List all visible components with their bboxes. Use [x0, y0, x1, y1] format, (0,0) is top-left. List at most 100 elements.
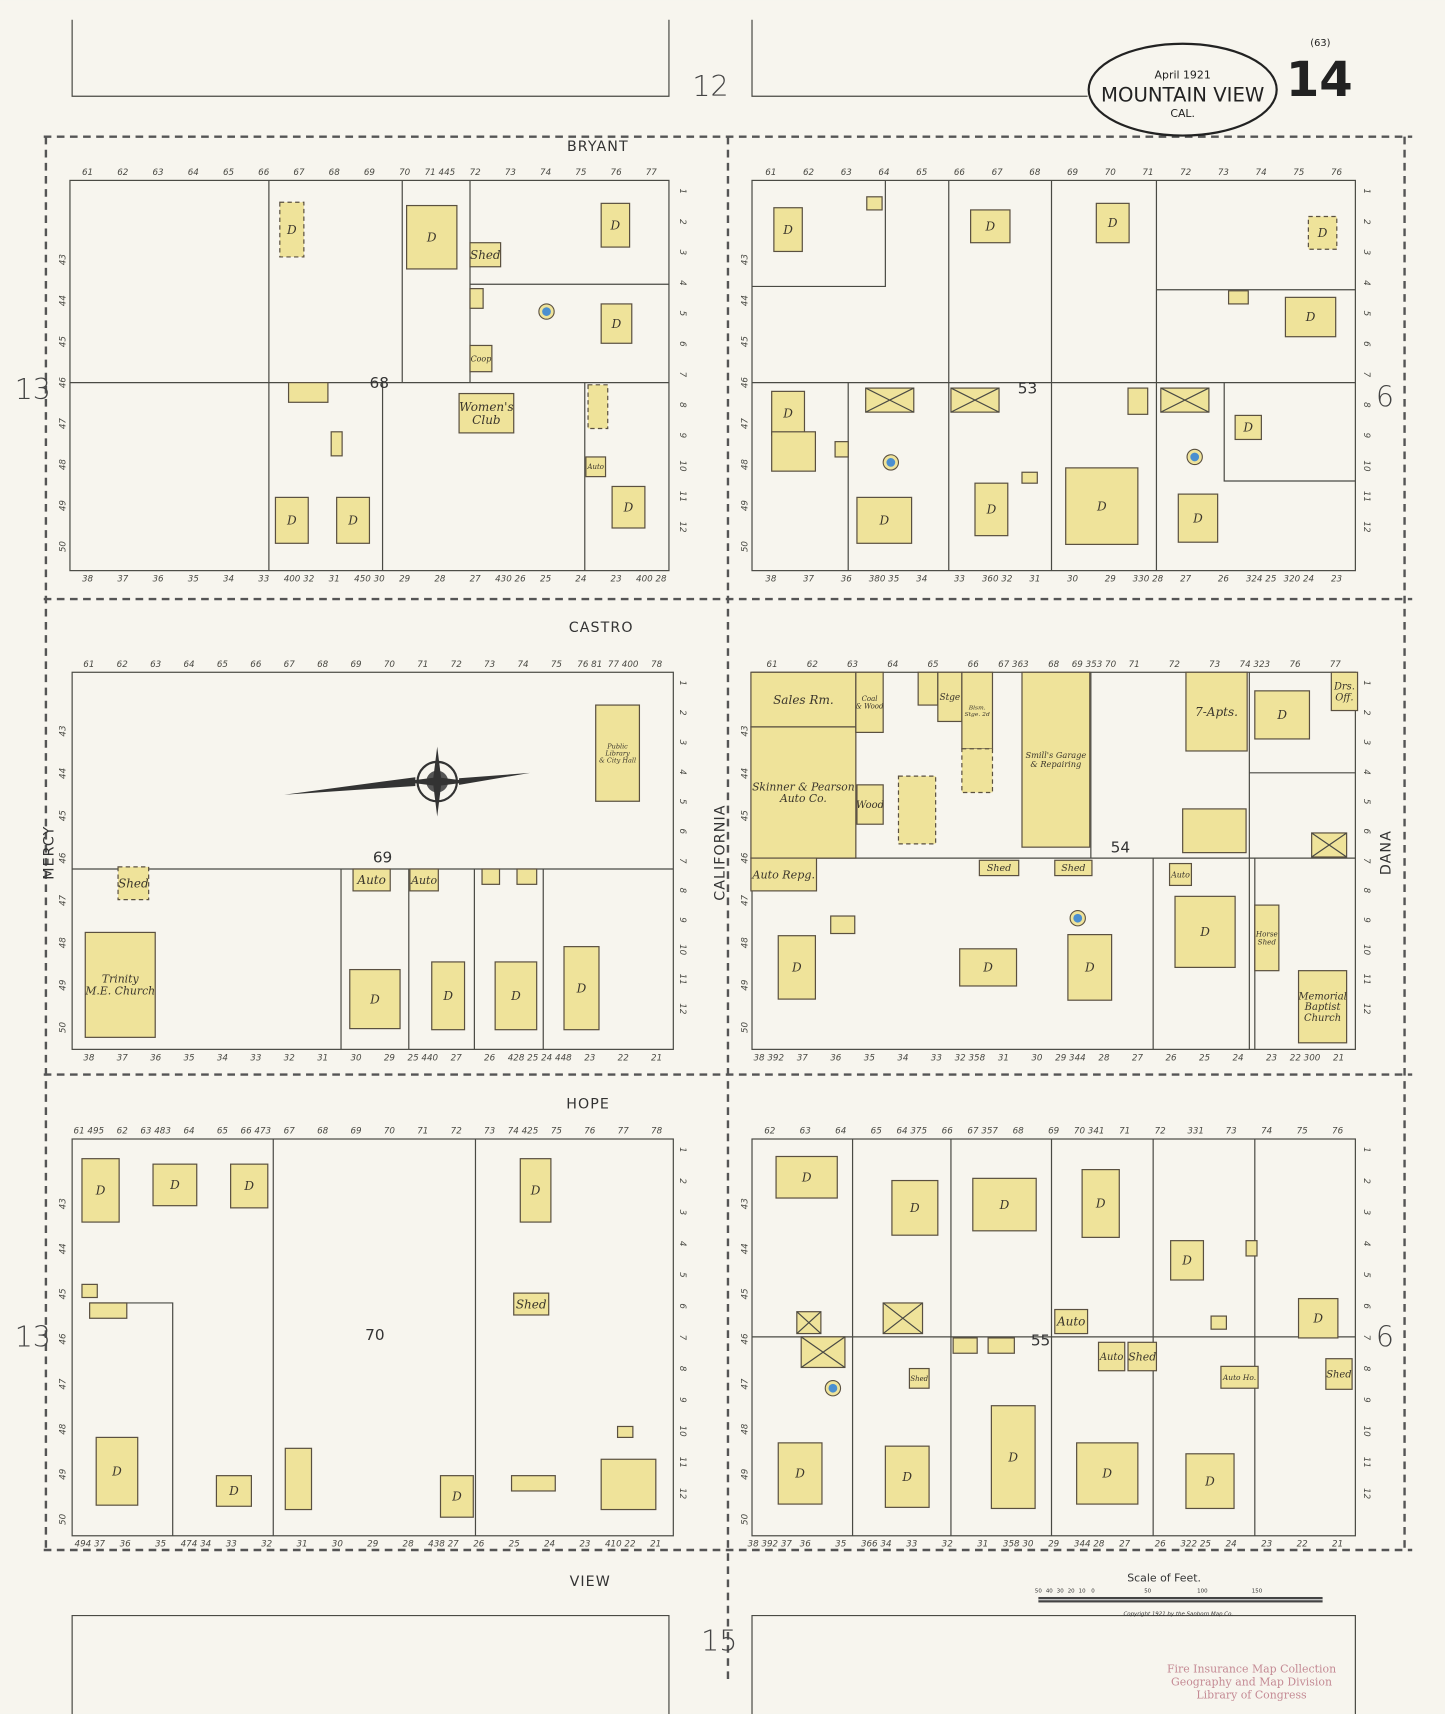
- lot-number: 74: [517, 660, 528, 670]
- building-shed: Shed: [1054, 859, 1093, 877]
- lot-number: 75: [551, 660, 563, 670]
- lot-number: 62: [807, 660, 819, 670]
- adjacent-sheet-left-lower[interactable]: 13: [15, 1321, 51, 1354]
- lot-number: 26: [1218, 575, 1230, 585]
- lot-depth-number: 44: [741, 768, 751, 779]
- block-number-53: 53: [1018, 380, 1037, 398]
- building-label: Shed: [1128, 1350, 1156, 1363]
- lot-depth-number: 4: [677, 280, 687, 286]
- lot-number: 324 25: [1246, 575, 1277, 585]
- lot-depth-number: 6: [1361, 341, 1371, 347]
- building-label: D: [801, 1170, 812, 1184]
- lot-number: 76: [1331, 168, 1343, 178]
- lot-number: 66: [954, 168, 966, 178]
- lot-number: 37: [117, 575, 129, 585]
- lot-depth-number: 4: [677, 1241, 687, 1247]
- lot-depth-number: 12: [1361, 1003, 1371, 1015]
- building-label: D: [1084, 961, 1095, 975]
- lot-number: 71 445: [425, 168, 456, 178]
- lot-number: 29: [367, 1540, 379, 1550]
- lot-number: 24: [544, 1540, 555, 1550]
- lot-number: 69: [1048, 1127, 1060, 1137]
- lot-number: 31: [1029, 575, 1040, 585]
- lot-number: 68: [329, 168, 341, 178]
- building-dwelling: D: [600, 202, 631, 248]
- lot-number: 76 81: [577, 660, 602, 670]
- building-auto-repg: Auto Repg.: [750, 857, 818, 892]
- building-label: D: [1312, 1311, 1323, 1325]
- lot-number: 76: [584, 1127, 596, 1137]
- lot-depth-number: 8: [1361, 888, 1371, 894]
- building-dwelling: D: [1081, 1169, 1120, 1238]
- lot-number: 21: [1332, 1540, 1343, 1550]
- building: [952, 1337, 978, 1354]
- building: [516, 868, 538, 885]
- building-label: Shed: [1061, 863, 1085, 874]
- building: [1210, 1315, 1227, 1330]
- lot-depth-number: 3: [677, 250, 687, 256]
- lot-depth-number: 3: [677, 1210, 687, 1216]
- hydrant-icon: [1069, 910, 1086, 927]
- lot-number: 78: [651, 1127, 663, 1137]
- lot-depth-number: 43: [741, 254, 751, 265]
- lot-depth-number: 12: [1361, 521, 1371, 533]
- lot-depth-number: 11: [1361, 491, 1371, 502]
- lot-number: 71: [417, 660, 428, 670]
- block-outlines: [69, 179, 1356, 1537]
- lot-number: 67 357: [967, 1127, 998, 1137]
- building-label: D: [999, 1198, 1010, 1212]
- adjacent-sheet-right-lower[interactable]: 6: [1376, 1321, 1394, 1354]
- street-hope: HOPE: [566, 1096, 610, 1112]
- lot-number: 31: [329, 575, 340, 585]
- lot-number: 30: [332, 1540, 344, 1550]
- adjacent-sheet-right-upper[interactable]: 6: [1376, 381, 1394, 414]
- lot-number: 30: [1067, 575, 1079, 585]
- lot-number: 400 32: [284, 575, 315, 585]
- lot-number: 23: [1331, 575, 1342, 585]
- building-stge: Stge: [937, 671, 963, 723]
- lot-depth-number: 45: [741, 1288, 751, 1300]
- lot-number: 74 323: [1240, 660, 1271, 670]
- hydrant-icon: [538, 303, 555, 320]
- building-label: D: [1095, 1197, 1106, 1211]
- lot-number: 31: [296, 1540, 307, 1550]
- lot-number: 64: [887, 660, 898, 670]
- building-label: D: [426, 230, 437, 244]
- lot-depth-number: 7: [677, 1335, 687, 1341]
- lot-depth-number: 6: [1361, 828, 1371, 834]
- title-date: April 1921: [1155, 69, 1211, 82]
- building-label: Blsm.Stge. 2d: [965, 704, 990, 718]
- street-lines: [43, 135, 1413, 1684]
- lot-depth-number: 49: [741, 1468, 751, 1480]
- building-dwelling: D: [279, 201, 305, 258]
- building-dwelling: D: [494, 961, 538, 1031]
- adjacent-sheet-left-upper[interactable]: 13: [15, 373, 51, 406]
- adjacent-sheet-top[interactable]: 12: [692, 70, 728, 103]
- building: [961, 748, 994, 794]
- lot-depth-number: 47: [59, 418, 69, 430]
- lot-depth-number: 43: [59, 254, 69, 265]
- stamp-line-3: Library of Congress: [1196, 1689, 1307, 1702]
- building-label: Shed: [118, 876, 149, 890]
- building-dwelling: D: [152, 1163, 198, 1207]
- lot-number: 72: [1155, 1127, 1167, 1137]
- building-blsm: Blsm.Stge. 2d: [961, 671, 994, 750]
- lot-number: 38 392: [753, 1053, 784, 1063]
- lot-depth-number: 4: [677, 769, 687, 775]
- building: [950, 387, 1000, 413]
- lot-depth-number: 47: [59, 894, 69, 906]
- building-label: Coal& Wood: [856, 695, 884, 711]
- building-dwelling: D: [1095, 202, 1130, 244]
- building-apts: 7-Apts.: [1185, 671, 1248, 752]
- building-label: Shed: [910, 1375, 928, 1383]
- building-label: D: [286, 514, 297, 528]
- lot-number: 66: [968, 660, 980, 670]
- building-dwelling: D: [1297, 1297, 1339, 1339]
- lot-depth-number: 12: [677, 1488, 687, 1500]
- lot-number: 26: [484, 1053, 496, 1063]
- adjacent-sheet-bottom[interactable]: 15: [701, 1625, 737, 1658]
- lot-number: 400 28: [636, 575, 667, 585]
- building-label: Auto Ho.: [1222, 1373, 1256, 1382]
